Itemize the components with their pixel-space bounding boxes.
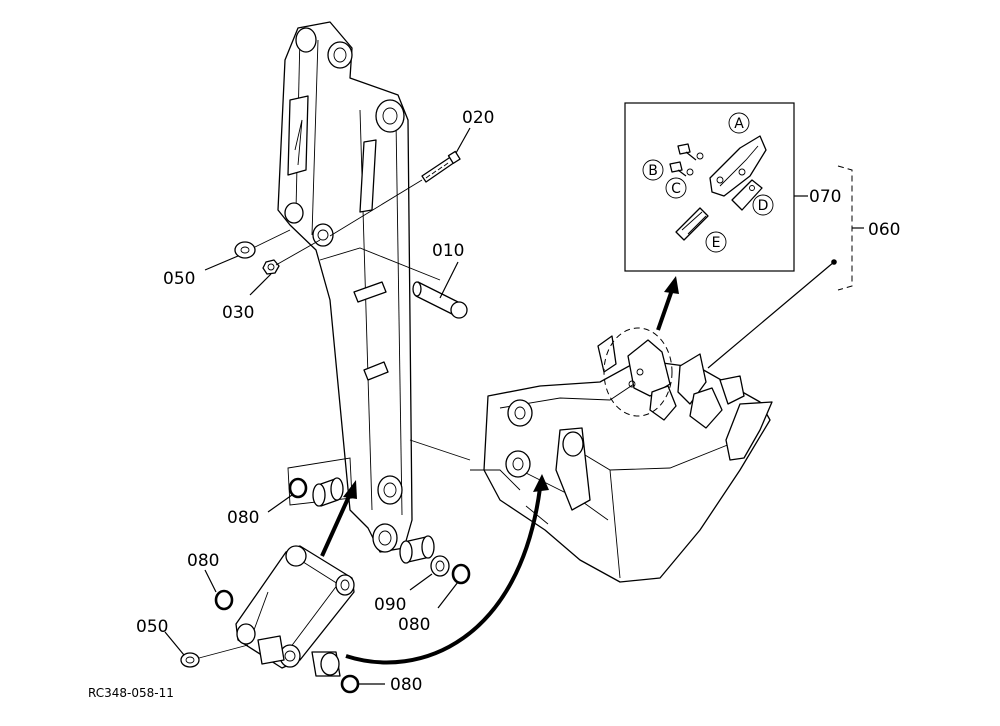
callout-080-c: 080 xyxy=(398,615,430,635)
inset-label-c: C xyxy=(671,181,681,197)
callout-labels: 020 010 050 030 070 060 080 080 090 080 … xyxy=(88,108,900,700)
callout-090: 090 xyxy=(374,595,406,615)
inset-label-d: D xyxy=(758,198,769,214)
link-assembly xyxy=(164,545,385,694)
callout-080-d: 080 xyxy=(390,675,422,695)
bushing-right xyxy=(399,535,471,609)
assembly-arrows xyxy=(320,276,679,665)
nut-030 xyxy=(249,239,321,296)
bolt-020 xyxy=(329,127,471,237)
drawing-code: RC348-058-11 xyxy=(88,686,174,700)
callout-020: 020 xyxy=(462,108,494,128)
pin-010 xyxy=(412,261,468,319)
callout-030: 030 xyxy=(222,303,254,323)
callout-080-a: 080 xyxy=(227,508,259,528)
inset-label-a: A xyxy=(734,116,744,132)
callout-leaders xyxy=(707,165,864,369)
bucket-assembly xyxy=(470,327,773,583)
callout-070: 070 xyxy=(809,187,841,207)
washer-050-top xyxy=(204,229,291,271)
callout-010: 010 xyxy=(432,241,464,261)
bushing-left xyxy=(267,477,344,513)
arm-assembly xyxy=(277,21,471,553)
inset-tooth-kit: A B C D E xyxy=(624,102,795,272)
callout-060: 060 xyxy=(868,220,900,240)
callout-050-bottom: 050 xyxy=(136,617,168,637)
inset-label-b: B xyxy=(648,163,658,179)
callout-080-b: 080 xyxy=(187,551,219,571)
inset-label-e: E xyxy=(712,235,721,251)
callout-050-top: 050 xyxy=(163,269,195,289)
